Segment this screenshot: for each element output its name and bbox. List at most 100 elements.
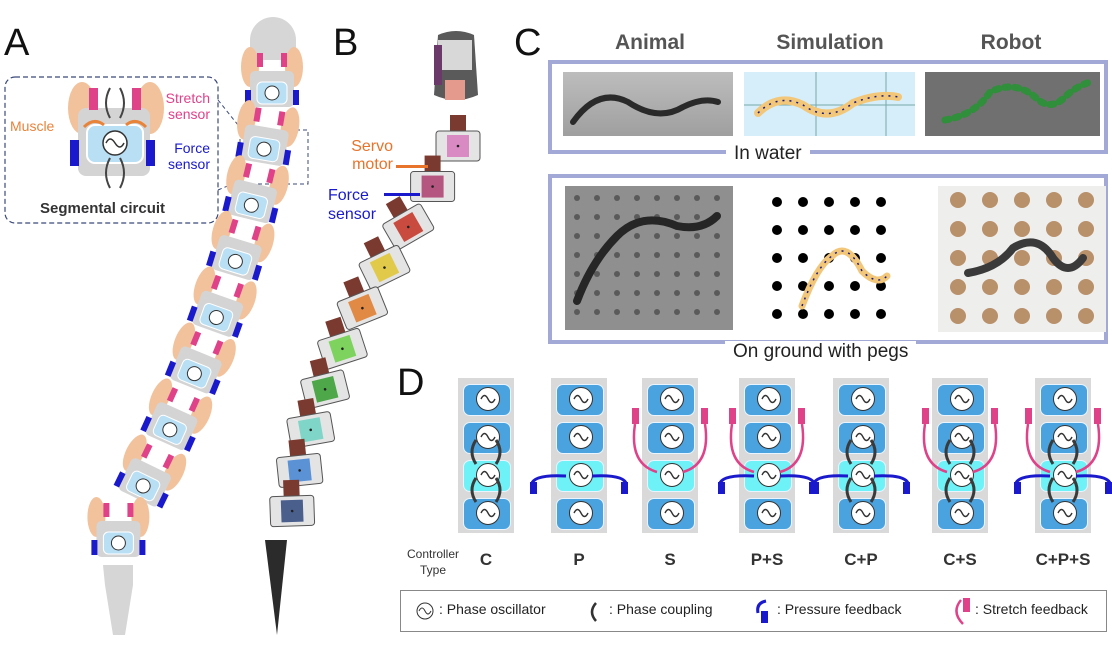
servo-motor-label: Servo motor xyxy=(351,138,393,173)
body-segment xyxy=(222,155,289,224)
oscillator-node xyxy=(647,384,695,416)
peg xyxy=(982,279,998,295)
robot-module xyxy=(269,479,316,528)
phase-oscillator-icon xyxy=(950,501,974,525)
peg xyxy=(594,195,600,201)
peg xyxy=(876,225,886,235)
peg xyxy=(1078,308,1094,324)
caption-in-water: In water xyxy=(726,143,810,165)
peg xyxy=(714,233,720,239)
oscillator-node xyxy=(556,384,604,416)
body-segments xyxy=(87,47,303,557)
peg xyxy=(772,197,782,207)
peg xyxy=(1046,221,1062,237)
column-header-animal: Animal xyxy=(614,31,685,54)
force-sensor-label-b: Force sensor xyxy=(328,187,377,223)
peg xyxy=(574,309,580,315)
phase-oscillator-icon xyxy=(851,387,875,411)
peg xyxy=(714,195,720,201)
peg xyxy=(950,192,966,208)
peg xyxy=(950,279,966,295)
peg xyxy=(1014,250,1030,266)
inset-segment xyxy=(68,82,164,189)
peg xyxy=(714,252,720,258)
legend-pressure-feedback: : Pressure feedback xyxy=(777,601,902,617)
oscillator-node xyxy=(463,384,511,416)
peg xyxy=(654,195,660,201)
peg xyxy=(674,252,680,258)
peg xyxy=(950,308,966,324)
pressure-feedback-arrows xyxy=(530,474,628,494)
body-segment xyxy=(113,434,187,509)
robot-module xyxy=(410,155,456,203)
phase-oscillator-icon xyxy=(416,602,434,620)
legend-phase-coupling: : Phase coupling xyxy=(609,601,713,617)
peg xyxy=(574,233,580,239)
robot-pegs-image xyxy=(938,186,1106,332)
peg xyxy=(982,192,998,208)
phase-coupling-arrows xyxy=(944,439,976,503)
pressure-feedback-arrows xyxy=(718,474,816,494)
force-sensor-label: Force sensor xyxy=(167,140,210,172)
phase-oscillator-icon xyxy=(1053,501,1077,525)
peg xyxy=(614,252,620,258)
controller-type-label: Controller Type xyxy=(406,547,460,577)
controller-column xyxy=(1014,378,1112,533)
force-arrow xyxy=(384,193,420,196)
peg xyxy=(694,290,700,296)
oscillator-node xyxy=(937,422,985,454)
peg xyxy=(1046,308,1062,324)
controller-column xyxy=(458,378,514,533)
peg xyxy=(982,308,998,324)
robot-module xyxy=(336,276,388,330)
controller-type-label-p-s: P+S xyxy=(750,550,784,569)
peg xyxy=(824,197,834,207)
controller-type-label-s: S xyxy=(664,550,676,569)
pressure-feedback-arrows xyxy=(1014,474,1112,494)
animal-water-image xyxy=(563,72,733,136)
phase-oscillator-icon xyxy=(660,463,684,487)
peg xyxy=(772,253,782,263)
peg xyxy=(850,281,860,291)
peg xyxy=(654,252,660,258)
peg xyxy=(694,214,700,220)
oscillator-node xyxy=(838,422,886,454)
peg xyxy=(714,290,720,296)
panel-b-letter: B xyxy=(333,22,359,64)
body-segment xyxy=(186,266,257,338)
water-frame xyxy=(548,60,1108,154)
peg xyxy=(594,290,600,296)
peg xyxy=(674,309,680,315)
controller-type-label-c-s: C+S xyxy=(943,550,977,569)
phase-oscillator-icon xyxy=(950,425,974,449)
oscillator-node xyxy=(463,498,511,530)
peg xyxy=(614,214,620,220)
oscillator-node xyxy=(647,460,695,492)
phase-oscillator-icon xyxy=(569,425,593,449)
stretch-sensor-left xyxy=(89,88,98,110)
peg xyxy=(772,281,782,291)
simulation-pegs-image xyxy=(757,186,917,330)
peg xyxy=(674,214,680,220)
peg xyxy=(654,309,660,315)
phase-coupling-arrows xyxy=(845,439,877,503)
muscle-arrow-left xyxy=(82,120,105,129)
peg xyxy=(694,233,700,239)
peg xyxy=(714,309,720,315)
phase-oscillator-icon xyxy=(851,501,875,525)
peg xyxy=(850,309,860,319)
phase-oscillator-icon xyxy=(950,463,974,487)
robot-water-image xyxy=(925,72,1100,136)
robot-module xyxy=(358,236,411,291)
controller-column xyxy=(922,378,998,533)
muscle-label: Muscle xyxy=(10,118,55,134)
oscillator-node xyxy=(937,460,985,492)
oscillator-node xyxy=(1040,498,1088,530)
stretch-sensor-label: Stretch sensor xyxy=(165,90,210,122)
servo-arrow xyxy=(396,165,428,168)
peg xyxy=(614,309,620,315)
peg xyxy=(798,253,808,263)
phase-oscillator-icon xyxy=(569,387,593,411)
controller-column xyxy=(812,378,910,533)
peg xyxy=(674,233,680,239)
